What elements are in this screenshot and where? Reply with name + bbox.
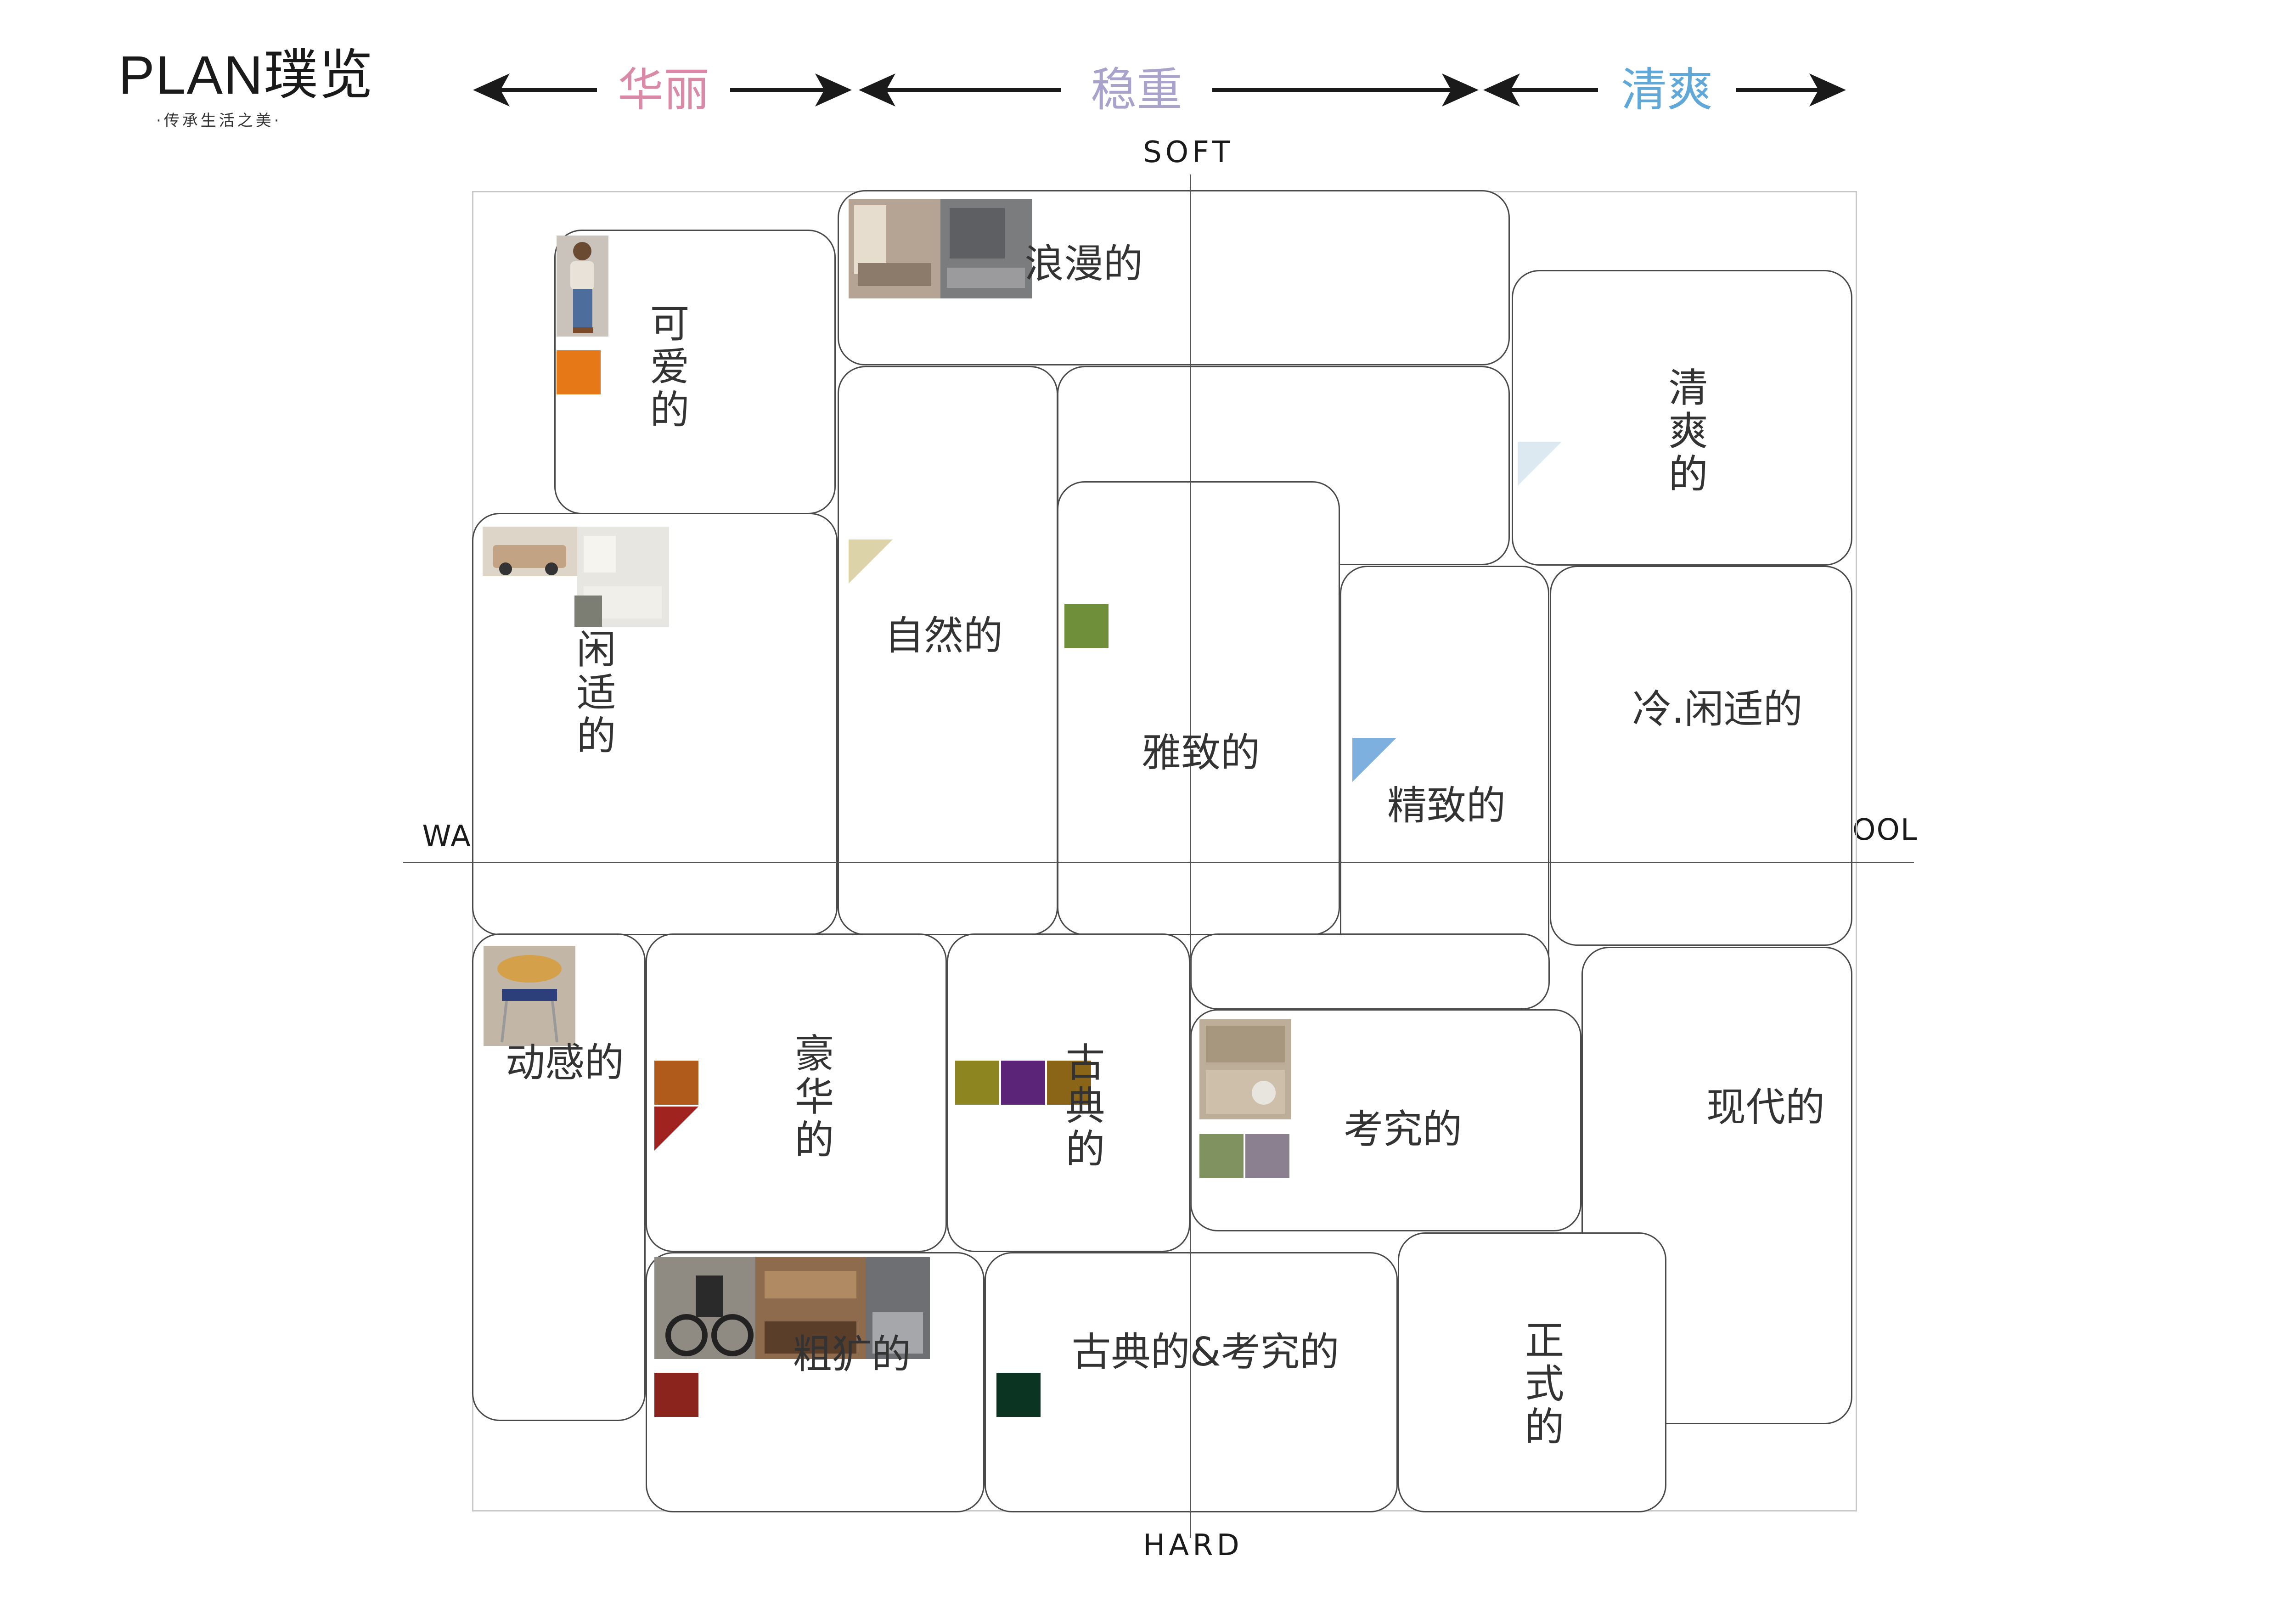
brand-logo: PLAN璞览 [118,45,374,106]
top-arrow-bar [473,73,1846,107]
label-refined: 精致的 [1387,783,1506,829]
label-romantic: 浪漫的 [1024,241,1143,287]
box-natural [838,366,1058,935]
swatch-elegant-green [1064,604,1109,648]
axis-soft: SOFT [1143,135,1234,169]
swatch-exquisite-gray [1245,1134,1289,1178]
axis-hard: HARD [1143,1528,1243,1562]
label-classic-exquisite: 古典的&考究的 [1071,1329,1339,1375]
label-rugged: 粗犷的 [793,1332,911,1377]
label-cool-leisure: 冷.闲适的 [1632,686,1803,732]
photo-living-room [849,199,1032,298]
swatch-exquisite-green [1199,1134,1244,1178]
box-cool-leisure [1550,566,1852,946]
label-cute: 可爱的 [643,303,689,432]
label-modern: 现代的 [1706,1084,1825,1130]
label-formal: 正式的 [1518,1320,1564,1449]
swatch-rugged-red [654,1373,698,1417]
label-fresh: 清爽 [1621,63,1713,117]
box-refined-lower [1190,933,1550,1010]
label-gorgeous: 华丽 [618,63,709,117]
photo-laundry [1199,1019,1291,1119]
label-natural: 自然的 [884,613,1003,659]
label-exquisite: 考究的 [1344,1107,1462,1152]
label-elegant: 雅致的 [1142,730,1260,776]
brand-tagline: ·传承生活之美· [156,112,282,130]
label-fresh-style: 清爽的 [1661,367,1707,496]
vertical-axis-line [1190,174,1191,1538]
label-leisure: 闲适的 [569,629,615,758]
photo-chair [484,946,575,1046]
photo-motorcycle-kitchen [654,1257,930,1359]
swatch-classic-olive [955,1061,999,1105]
horizontal-axis-line [403,862,1914,863]
label-dynamic: 动感的 [506,1040,624,1086]
box-classic-exquisite [985,1252,1398,1512]
label-classic: 古典的 [1058,1042,1104,1171]
box-formal [1398,1232,1666,1512]
swatch-luxury-brown [654,1061,698,1105]
photo-child [557,236,608,337]
swatch-classic-ochre [1047,1061,1091,1105]
swatch-classic-exquisite-dark [996,1373,1041,1417]
swatch-classic-purple [1001,1061,1045,1105]
box-fresh [1512,270,1852,566]
label-steady: 稳重 [1091,63,1182,117]
photo-car-kitchen [483,527,669,627]
label-luxury: 豪华的 [788,1033,833,1162]
box-elegant [1057,481,1340,935]
swatch-cute-orange [557,350,601,394]
